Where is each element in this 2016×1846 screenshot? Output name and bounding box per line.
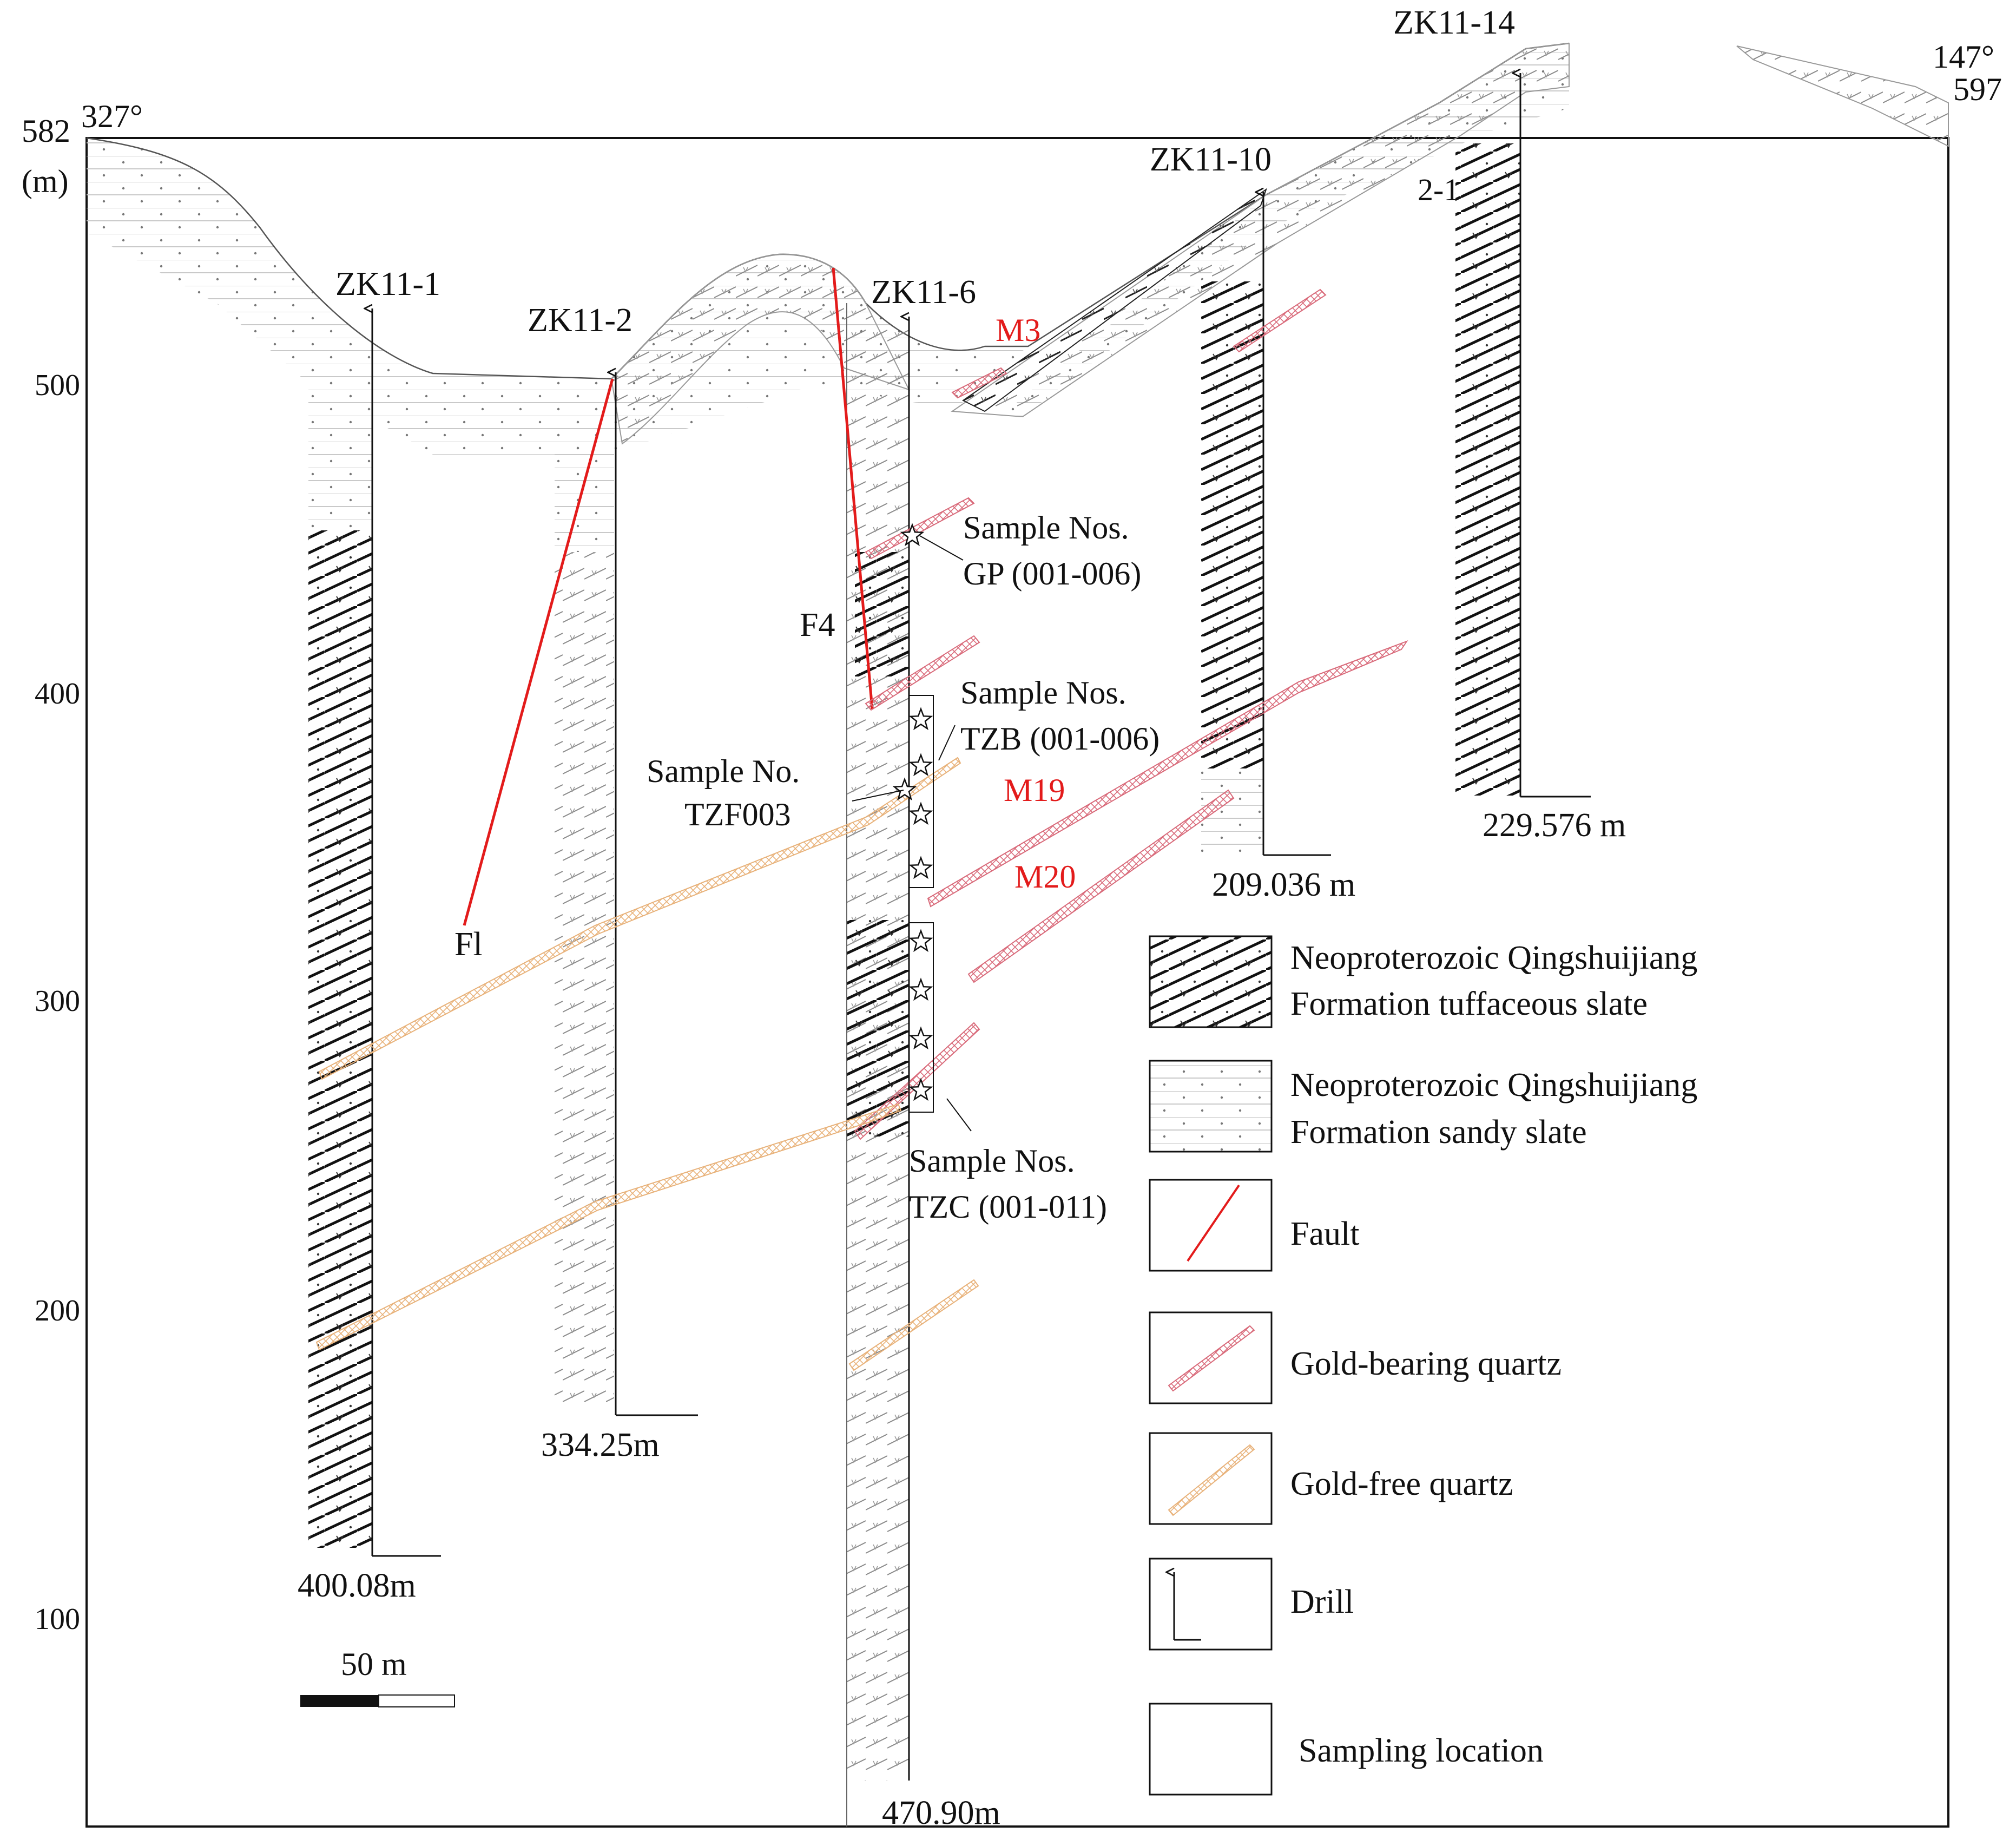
- sample-label-tzf-1: Sample No.: [647, 753, 800, 789]
- fault-label-f1: Fl: [454, 926, 483, 963]
- vein-m3: [951, 367, 1007, 399]
- legend-label-tuff-1: Neoproterozoic Qingshuijiang: [1290, 940, 1697, 976]
- drill-depth-zk11-14: 229.576 m: [1483, 807, 1626, 844]
- drill-label-zk11-14: ZK11-14: [1393, 4, 1515, 41]
- sample-label-tzc-1: Sample Nos.: [909, 1143, 1075, 1179]
- vein-upper-zk11-10: [1233, 288, 1327, 353]
- left-azimuth: 327°: [81, 98, 143, 134]
- sample-star-icon: [908, 753, 933, 777]
- drill-depth-zk11-1: 400.08m: [298, 1567, 416, 1604]
- legend-label-gold-bearing: Gold-bearing quartz: [1290, 1345, 1562, 1382]
- sample-star-icon: [892, 777, 917, 801]
- drill-label-zk11-1: ZK11-1: [335, 266, 440, 303]
- drill-column-zk11-14: [1455, 143, 1520, 796]
- y-tick-300: 300: [35, 984, 80, 1018]
- vein-gold-free-3: [848, 1279, 979, 1371]
- y-tick-200: 200: [35, 1294, 80, 1328]
- sample-star-icon: [908, 977, 933, 1001]
- drill-depth-zk11-2: 334.25m: [541, 1427, 660, 1463]
- right-elevation: 597: [1953, 71, 2002, 107]
- legend-swatch-tuffaceous-slate: [1149, 935, 1273, 1028]
- legend-label-tuff-2: Formation tuffaceous slate: [1290, 986, 1648, 1022]
- sample-label-tzb-1: Sample Nos.: [960, 675, 1126, 711]
- drill-label-zk11-6: ZK11-6: [871, 274, 976, 311]
- right-azimuth: 147°: [1933, 39, 1994, 75]
- fault-label-f4: F4: [800, 607, 835, 643]
- y-tick-400: 400: [35, 677, 80, 711]
- sample-star-icon: [908, 929, 933, 952]
- fault-f4: [832, 267, 874, 710]
- slope-band-upper: [951, 42, 1570, 418]
- legend-swatch-drill: [1149, 1558, 1273, 1651]
- sample-star-icon: [908, 856, 933, 879]
- legend-label-drill: Drill: [1290, 1584, 1354, 1620]
- scale-bar-black: [300, 1695, 379, 1707]
- y-tick-100: 100: [35, 1602, 80, 1636]
- drill-depth-zk11-10: 209.036 m: [1212, 866, 1355, 903]
- vein-gp: [865, 497, 975, 560]
- drill-column-zk11-1: [308, 357, 372, 1548]
- legend-swatch-sampling: [1149, 1703, 1273, 1796]
- legend-swatch-sandy-slate: [1149, 1060, 1273, 1153]
- vein-m19: [927, 640, 1408, 908]
- drill-column-zk11-10: [1201, 281, 1263, 855]
- sample-label-tzc-2: TZC (001-011): [909, 1189, 1107, 1225]
- vein-m20: [967, 789, 1235, 983]
- ore-label-2-1: 2-1: [1418, 172, 1459, 207]
- ore-label-m3: M3: [996, 312, 1040, 348]
- section-frame: [85, 137, 1949, 1828]
- sample-star-icon: [908, 802, 933, 825]
- ore-label-m20: M20: [1014, 859, 1076, 895]
- scale-bar-white: [378, 1694, 455, 1707]
- y-tick-500: 500: [35, 369, 80, 402]
- legend-label-sandy-1: Neoproterozoic Qingshuijiang: [1290, 1067, 1697, 1103]
- sample-label-gp-2: GP (001-006): [963, 556, 1141, 592]
- vein-upper-mid: [865, 635, 980, 711]
- scale-bar-label: 50 m: [341, 1646, 407, 1682]
- sample-label-tzb-2: TZB (001-006): [960, 721, 1159, 757]
- legend-label-fault: Fault: [1290, 1216, 1359, 1252]
- sample-label-tzf-2: TZF003: [684, 797, 791, 832]
- ground-surface-left: [87, 43, 1569, 455]
- drill-depth-zk11-6: 470.90m: [882, 1795, 1000, 1831]
- sample-star-icon: [900, 523, 925, 547]
- sample-star-icon: [908, 707, 933, 731]
- left-unit: (m): [22, 163, 69, 199]
- legend-label-gold-free: Gold-free quartz: [1290, 1466, 1513, 1502]
- drill-column-zk11-6: [846, 303, 909, 1827]
- drill-label-zk11-2: ZK11-2: [528, 302, 633, 339]
- ground-surface-right: [1736, 45, 1949, 147]
- legend-label-sandy-2: Formation sandy slate: [1290, 1114, 1587, 1151]
- drill-column-zk11-2: [555, 379, 614, 1407]
- sample-star-icon: [908, 1078, 933, 1101]
- fault-f1: [463, 378, 614, 926]
- ore-label-m19: M19: [1004, 772, 1065, 808]
- vein-gold-free-2: [315, 1103, 902, 1351]
- legend-label-sampling: Sampling location: [1299, 1732, 1544, 1769]
- legend: Neoproterozoic Qingshuijiang Formation t…: [1149, 935, 1697, 1796]
- slope-band-dark: [962, 188, 1267, 412]
- vein-gold-free-1: [318, 757, 961, 1080]
- sample-star-icon: [908, 1026, 933, 1050]
- left-elevation: 582: [22, 113, 70, 149]
- sample-box-tzc: [908, 922, 934, 1113]
- drill-label-zk11-10: ZK11-10: [1150, 141, 1271, 178]
- sample-label-gp-1: Sample Nos.: [963, 510, 1129, 546]
